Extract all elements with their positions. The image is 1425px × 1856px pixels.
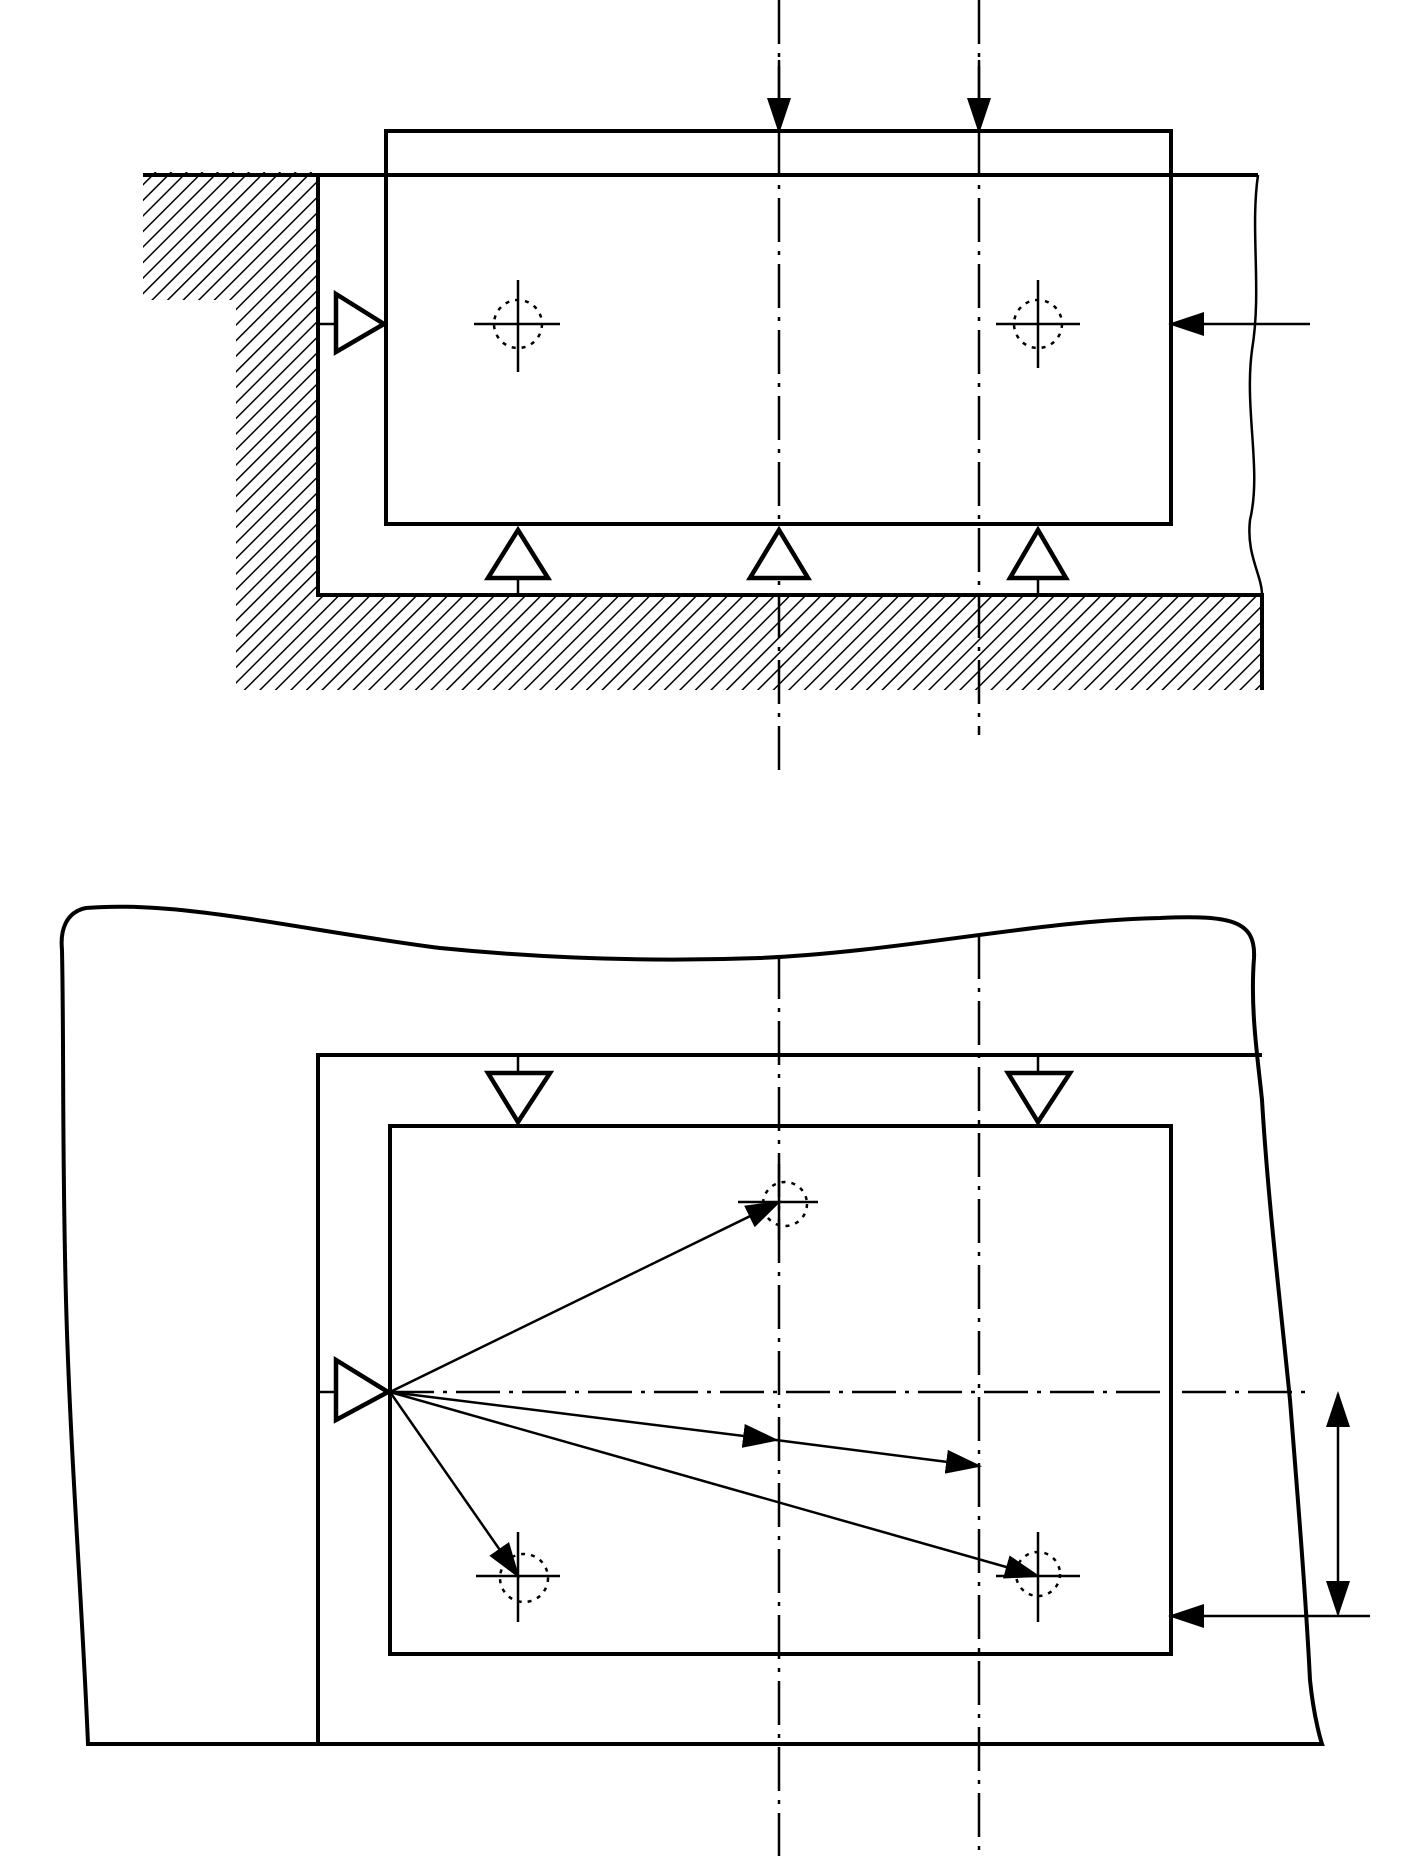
radial-arrow-bottom-right	[389, 1390, 1041, 1579]
radial-arrow-mid-1	[389, 1390, 779, 1448]
fixture-wall-outline	[143, 173, 1264, 690]
side-locator-triangle	[333, 289, 389, 356]
top-locator-2	[1003, 1055, 1075, 1127]
hole-center-bottom-right	[996, 1532, 1080, 1622]
top-locator-1	[483, 1055, 555, 1127]
radial-arrow-bottom-left	[388, 1391, 520, 1579]
bottom-locator-2	[746, 525, 812, 581]
bottom-locator-1	[483, 525, 553, 595]
hole-center-2	[996, 280, 1080, 368]
radial-arrow-mid-2	[775, 1438, 982, 1474]
break-line-right	[1248, 174, 1264, 596]
radial-arrow-top	[389, 1200, 782, 1394]
plate-outline	[59, 904, 1325, 1746]
hole-center-bottom-left	[476, 1532, 560, 1622]
side-locator-triangle-plan	[333, 1355, 393, 1424]
plan-view	[59, 904, 1370, 1856]
elevation-view	[143, 0, 1310, 775]
fixture-frame	[316, 1053, 1262, 1744]
hole-center-1	[474, 280, 560, 372]
bottom-locator-3	[1006, 525, 1070, 595]
workpiece-plan	[388, 1124, 1173, 1656]
fixture-body-hatch	[143, 172, 1262, 690]
